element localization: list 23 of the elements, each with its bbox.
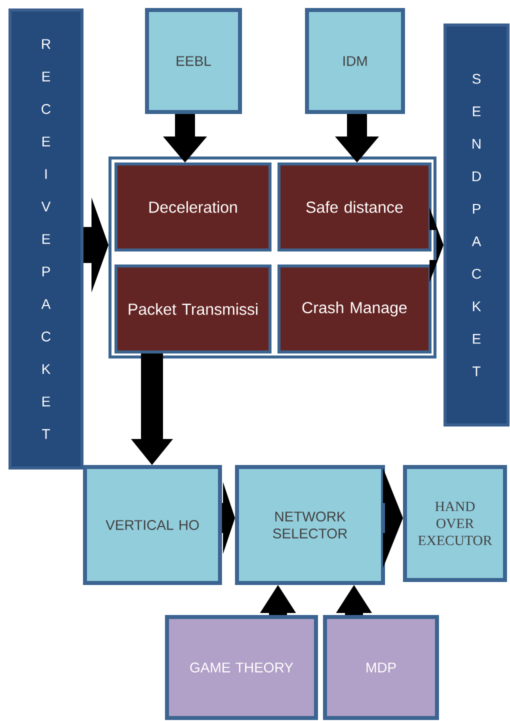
group-frame	[108, 156, 436, 358]
process-box: Safe distance	[278, 162, 432, 252]
block-arrow	[383, 468, 403, 568]
process-box: HAND OVER EXECUTOR	[403, 465, 507, 582]
block-arrow	[222, 482, 235, 554]
process-box: EEBL	[145, 8, 242, 114]
block-arrow	[84, 198, 108, 292]
process-box: Crash Manage	[278, 264, 432, 354]
process-box: NETWORK SELECTOR	[235, 465, 385, 585]
vertical-banner: SENDPACKET	[444, 24, 510, 426]
block-arrow	[163, 114, 207, 162]
block-arrow	[335, 114, 379, 162]
vertical-banner: RECEIVEPACKET	[8, 8, 84, 470]
block-arrow	[131, 354, 173, 465]
process-box: Packet Transmissi	[114, 264, 272, 354]
process-box: Deceleration	[114, 162, 272, 252]
process-box: VERTICAL HO	[83, 465, 222, 585]
block-arrow	[260, 585, 296, 615]
process-box: GAME THEORY	[165, 615, 318, 720]
process-box: MDP	[323, 615, 439, 720]
block-arrow	[336, 585, 372, 615]
block-arrow	[430, 208, 444, 282]
process-box: IDM	[305, 8, 405, 114]
